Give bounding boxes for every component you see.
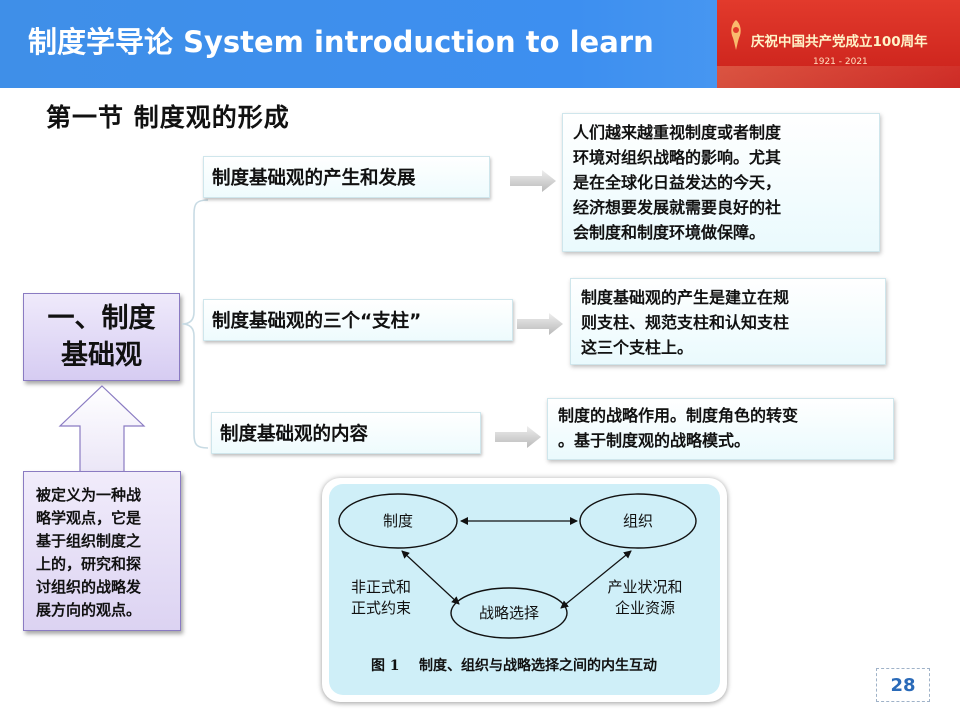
branch-label: 制度基础观的三个“支柱” (212, 311, 422, 332)
right-arrow-icon (510, 170, 556, 192)
banner-years: 1921 - 2021 (813, 57, 868, 67)
detail-line: 环境对组织战略的影响。尤其 (573, 148, 782, 167)
main-concept-label: 一、制度 基础观 (48, 300, 156, 374)
anniversary-banner: 庆祝中国共产党成立100周年 1921 - 2021 (717, 0, 960, 88)
detail-line: 。基于制度观的战略模式。 (558, 431, 751, 450)
node-strategy-label: 战略选择 (479, 604, 539, 622)
definition-line: 被定义为一种战 (36, 486, 142, 504)
page-number: 28 (876, 668, 930, 702)
definition-box: 被定义为一种战 略学观点，它是 基于组织制度之 上的，研究和探 讨组织的战略发 … (23, 471, 181, 631)
figure-caption: 图 1 制度、组织与战略选择之间的内生互动 (371, 657, 657, 674)
detail-line: 人们越来越重视制度或者制度 (573, 123, 782, 142)
main-concept-line-2: 基础观 (61, 340, 142, 371)
edge-label-left-2: 正式约束 (351, 599, 411, 617)
node-strategy (450, 587, 568, 639)
detail-line: 则支柱、规范支柱和认知支柱 (581, 313, 790, 332)
section-heading: 第一节 制度观的形成 (46, 103, 290, 132)
detail-line: 是在全球化日益发达的今天， (573, 173, 782, 192)
detail-content: 制度的战略作用。制度角色的转变 。基于制度观的战略模式。 (547, 398, 894, 460)
main-concept-box: 一、制度 基础观 (23, 293, 180, 381)
banner-text: 庆祝中国共产党成立100周年 (751, 34, 928, 50)
branch-three-pillars: 制度基础观的三个“支柱” (203, 299, 513, 341)
definition-line: 展方向的观点。 (36, 601, 142, 619)
definition-line: 上的，研究和探 (36, 555, 142, 573)
branch-label: 制度基础观的内容 (220, 424, 369, 445)
detail-line: 这三个支柱上。 (581, 338, 694, 357)
branch-label: 制度基础观的产生和发展 (212, 168, 416, 189)
party-emblem-icon (731, 20, 741, 50)
detail-origin-development: 人们越来越重视制度或者制度 环境对组织战略的影响。尤其 是在全球化日益发达的今天… (562, 113, 880, 252)
right-arrow-icon (495, 426, 541, 448)
main-concept-line-1: 一、制度 (47, 303, 156, 334)
detail-three-pillars: 制度基础观的产生是建立在规 则支柱、规范支柱和认知支柱 这三个支柱上。 (570, 278, 886, 365)
arrow-institution-strategy (401, 550, 460, 605)
edge-label-left-1: 非正式和 (351, 578, 411, 596)
edge-label-right-2: 企业资源 (615, 599, 675, 617)
detail-line: 制度的战略作用。制度角色的转变 (558, 406, 799, 425)
interaction-diagram: 制度 组织 战略选择 非正式和 正式约束 产业状况和 企业资源 图 1 制度、组… (338, 493, 697, 674)
edge-label-right-1: 产业状况和 (607, 578, 682, 596)
definition-line: 基于组织制度之 (36, 532, 142, 550)
definition-text: 被定义为一种战 略学观点，它是 基于组织制度之 上的，研究和探 讨组织的战略发 … (36, 486, 141, 619)
detail-line: 会制度和制度环境做保障。 (573, 223, 766, 242)
up-arrow-icon (58, 385, 146, 473)
header-title: 制度学导论 System introduction to learn (28, 25, 654, 59)
node-organization (579, 493, 697, 549)
brace-connector (181, 199, 209, 449)
right-arrow-icon (517, 313, 563, 335)
definition-line: 略学观点，它是 (36, 509, 142, 527)
arrow-organization-strategy (560, 550, 632, 609)
detail-line: 经济想要发展就需要良好的社 (573, 198, 782, 217)
node-institution-label: 制度 (383, 512, 413, 530)
node-institution (338, 493, 458, 549)
branch-origin-development: 制度基础观的产生和发展 (203, 156, 490, 198)
definition-line: 讨组织的战略发 (36, 578, 142, 596)
branch-content: 制度基础观的内容 (211, 412, 481, 454)
node-organization-label: 组织 (623, 512, 653, 530)
detail-line: 制度基础观的产生是建立在规 (581, 288, 790, 307)
